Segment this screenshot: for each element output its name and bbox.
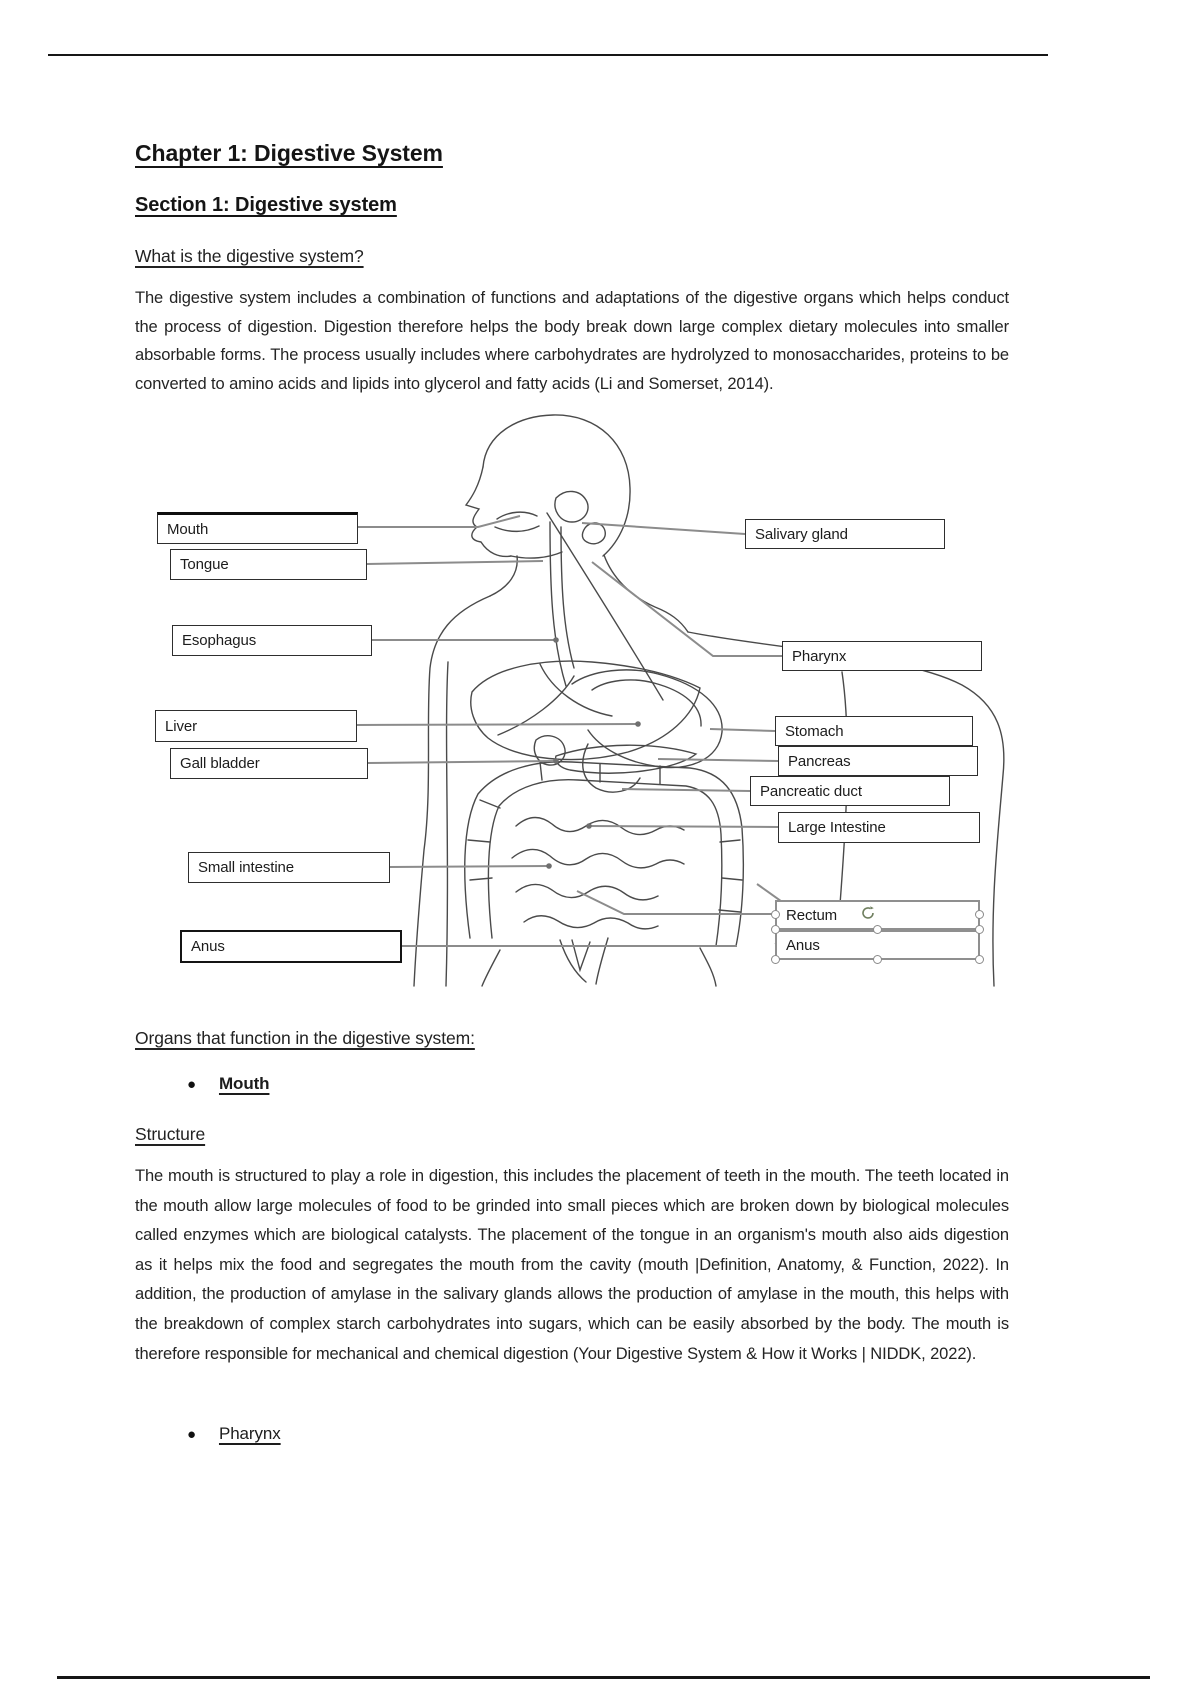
question-heading: What is the digestive system?	[135, 246, 364, 266]
diagram-label-mouth[interactable]: Mouth	[157, 512, 358, 544]
diagram-label-gall-bladder[interactable]: Gall bladder	[170, 748, 368, 779]
label-text: Gall bladder	[180, 755, 260, 772]
label-text: Pancreas	[788, 752, 851, 770]
label-text: Stomach	[785, 722, 844, 740]
bullet-icon: ●	[187, 1425, 196, 1443]
label-text: Rectum	[786, 906, 838, 924]
structure-paragraph: The mouth is structured to play a role i…	[135, 1167, 1009, 1363]
selection-handle[interactable]	[873, 925, 882, 934]
selection-handle[interactable]	[771, 910, 780, 919]
top-rule	[48, 54, 1048, 56]
selection-handle[interactable]	[771, 955, 780, 964]
list-item-mouth: ● Mouth	[187, 1074, 270, 1094]
selection-handle[interactable]	[873, 955, 882, 964]
organs-heading: Organs that function in the digestive sy…	[135, 1028, 475, 1048]
diagram-label-pharynx[interactable]: Pharynx	[782, 641, 982, 671]
diagram-label-large-intestine[interactable]: Large Intestine	[778, 812, 980, 843]
diagram-label-pancreas[interactable]: Pancreas	[778, 746, 978, 776]
label-text: Liver	[165, 717, 198, 735]
label-text: Salivary gland	[755, 525, 848, 543]
diagram-label-esophagus[interactable]: Esophagus	[172, 625, 372, 656]
label-text: Esophagus	[182, 632, 257, 649]
diagram-label-anus-left[interactable]: Anus	[180, 930, 402, 963]
label-text: Anus	[786, 936, 820, 954]
chapter-heading: Chapter 1: Digestive System	[135, 140, 443, 166]
label-text: Tongue	[180, 556, 229, 573]
selection-handle[interactable]	[771, 925, 780, 934]
section-heading: Section 1: Digestive system	[135, 194, 397, 216]
leader-lines	[356, 515, 819, 947]
diagram-label-tongue[interactable]: Tongue	[170, 549, 367, 580]
label-text: Small intestine	[198, 859, 295, 876]
bullet-icon: ●	[187, 1075, 196, 1093]
structure-heading: Structure	[135, 1124, 206, 1144]
intro-paragraph: The digestive system includes a combinat…	[135, 289, 1009, 393]
diagram-label-salivary-gland[interactable]: Salivary gland	[745, 519, 945, 549]
bullet-label: Mouth	[218, 1074, 270, 1093]
diagram-label-liver[interactable]: Liver	[155, 710, 357, 742]
selection-handle[interactable]	[975, 955, 984, 964]
label-text: Pancreatic duct	[760, 782, 862, 800]
diagram-label-small-intestine[interactable]: Small intestine	[188, 852, 390, 883]
diagram-label-stomach[interactable]: Stomach	[775, 716, 973, 746]
leader-endpoint-dots	[546, 637, 641, 869]
label-text: Pharynx	[792, 647, 847, 665]
selection-handle[interactable]	[975, 925, 984, 934]
rotate-handle-icon[interactable]	[860, 905, 876, 921]
label-text: Large Intestine	[788, 819, 886, 836]
label-text: Anus	[191, 938, 225, 955]
list-item-pharynx: ● Pharynx	[187, 1424, 281, 1444]
bullet-label: Pharynx	[218, 1424, 281, 1443]
body-outline	[413, 414, 1005, 987]
label-text: Mouth	[167, 520, 209, 538]
bottom-rule	[57, 1676, 1150, 1679]
selection-handle[interactable]	[975, 910, 984, 919]
diagram-label-pancreatic-duct[interactable]: Pancreatic duct	[750, 776, 950, 806]
